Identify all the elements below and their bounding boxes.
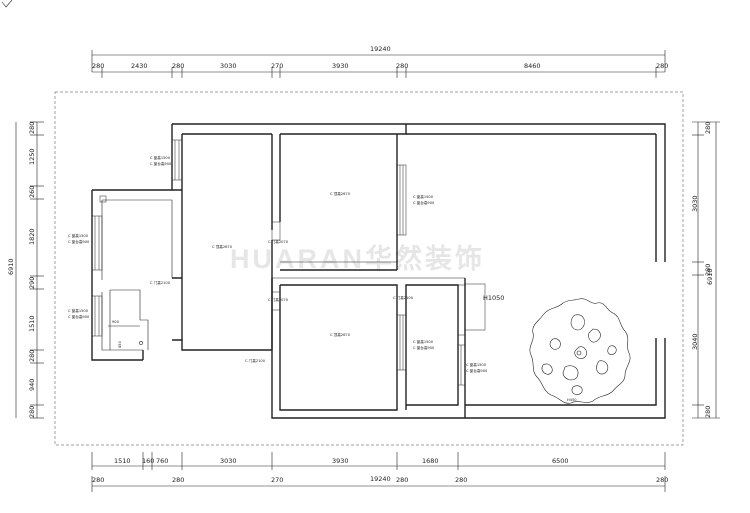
window-note-3: C 窗高1500 (68, 233, 89, 238)
top-dim-6: 3930 (332, 62, 349, 70)
window-note-4: C 窗台高900 (68, 239, 90, 244)
door-note-3: C 门高2100 (150, 280, 171, 285)
window-note-11: C 窗高1500 (466, 362, 487, 367)
bottom-dim-1: 1510 (114, 457, 131, 465)
top-dim-5: 270 (271, 62, 283, 70)
room-height-living: C 顶高2670 (212, 244, 233, 249)
tree-icon (529, 298, 631, 404)
window-note-9: C 窗高1500 (413, 339, 434, 344)
door-note-5: C 门高2100 (393, 295, 414, 300)
door-note-2: C 门高2070 (268, 297, 289, 302)
left-dimension-chain: 6910 280 1250 260 1820 290 1510 280 940 … (7, 122, 44, 419)
top-dim-7: 280 (396, 62, 408, 70)
right-total-dim: 6910 (706, 268, 714, 285)
side-height-label: H1050 (483, 294, 504, 302)
bottom-outer-4: 280 (396, 476, 408, 484)
window-note-7: C 窗高1500 (413, 194, 434, 199)
bottom-outer-5: 280 (455, 476, 467, 484)
left-dim-7: 280 (28, 350, 36, 362)
top-dimension-chain: 19240 280 2430 280 3030 270 3930 280 846… (91, 45, 668, 78)
bottom-outer-1: 280 (92, 476, 104, 484)
bottom-dim-6: 1680 (422, 457, 439, 465)
left-dim-3: 260 (28, 186, 36, 198)
top-total-dim: 19240 (370, 45, 391, 53)
bottom-outer-2: 280 (172, 476, 184, 484)
site-boundary (54, 91, 684, 446)
window-note-2: C 窗台高900 (150, 161, 172, 166)
window-note-5: C 窗高1500 (68, 308, 89, 313)
corner-mark (1, 0, 13, 8)
left-dim-1: 280 (28, 122, 36, 134)
bottom-dim-4: 3030 (220, 457, 237, 465)
bottom-dim-5: 3930 (332, 457, 349, 465)
window-note-8: C 窗台高900 (413, 200, 435, 205)
bottom-total-dim: 19240 (370, 475, 391, 483)
right-dim-5: 280 (704, 406, 712, 418)
bottom-dim-7: 6500 (552, 457, 569, 465)
room-height-bedroom-2: C 顶高2670 (330, 332, 351, 337)
right-dim-2: 3030 (691, 195, 699, 212)
bottom-dim-2: 160 (142, 457, 154, 465)
left-total-dim: 6910 (7, 258, 15, 275)
room-annotations: C 窗高1500 C 窗台高900 C 窗高1500 C 窗台高900 C 窗高… (68, 155, 577, 402)
annex-height-dim: 450 (118, 340, 122, 348)
top-dim-1: 280 (92, 62, 104, 70)
right-dim-3: 280 (704, 264, 712, 276)
windows (91, 139, 486, 386)
top-dim-8: 8460 (524, 62, 541, 70)
window-note-12: C 窗台高900 (466, 368, 488, 373)
bottom-dim-3: 760 (156, 457, 168, 465)
right-dimension-chain: 6910 280 3030 280 3040 280 (691, 122, 720, 419)
left-dim-2: 1250 (28, 148, 36, 165)
top-dim-4: 3030 (220, 62, 237, 70)
window-note-1: C 窗高1500 (150, 155, 171, 160)
window-note-6: C 窗台高900 (68, 314, 90, 319)
room-height-bedroom-1: C 顶高2670 (330, 191, 351, 196)
bottom-outer-3: 270 (271, 476, 283, 484)
bottom-dimension-chain: 1510 160 760 3030 3930 1680 6500 19240 2… (91, 452, 668, 492)
right-dim-1: 280 (704, 122, 712, 134)
bottom-outer-6: 280 (656, 476, 668, 484)
top-dim-2: 2430 (131, 62, 148, 70)
left-dim-4: 1820 (28, 228, 36, 245)
annex-width-dim: 900 (112, 320, 120, 324)
top-dim-9: 280 (656, 62, 668, 70)
right-dim-4: 3040 (691, 333, 699, 350)
left-dim-6: 1510 (28, 315, 36, 332)
tree-height-label: H450 (567, 398, 577, 402)
left-dim-5: 290 (28, 277, 36, 289)
left-dim-8: 940 (28, 379, 36, 391)
top-dim-3: 280 (172, 62, 184, 70)
window-note-10: C 窗台高900 (413, 345, 435, 350)
door-note-4: C 门高2100 (245, 358, 266, 363)
annex-detail: 900 450 (108, 289, 149, 350)
left-dim-9: 280 (28, 406, 36, 418)
door-note-1: C 门高2070 (268, 239, 289, 244)
